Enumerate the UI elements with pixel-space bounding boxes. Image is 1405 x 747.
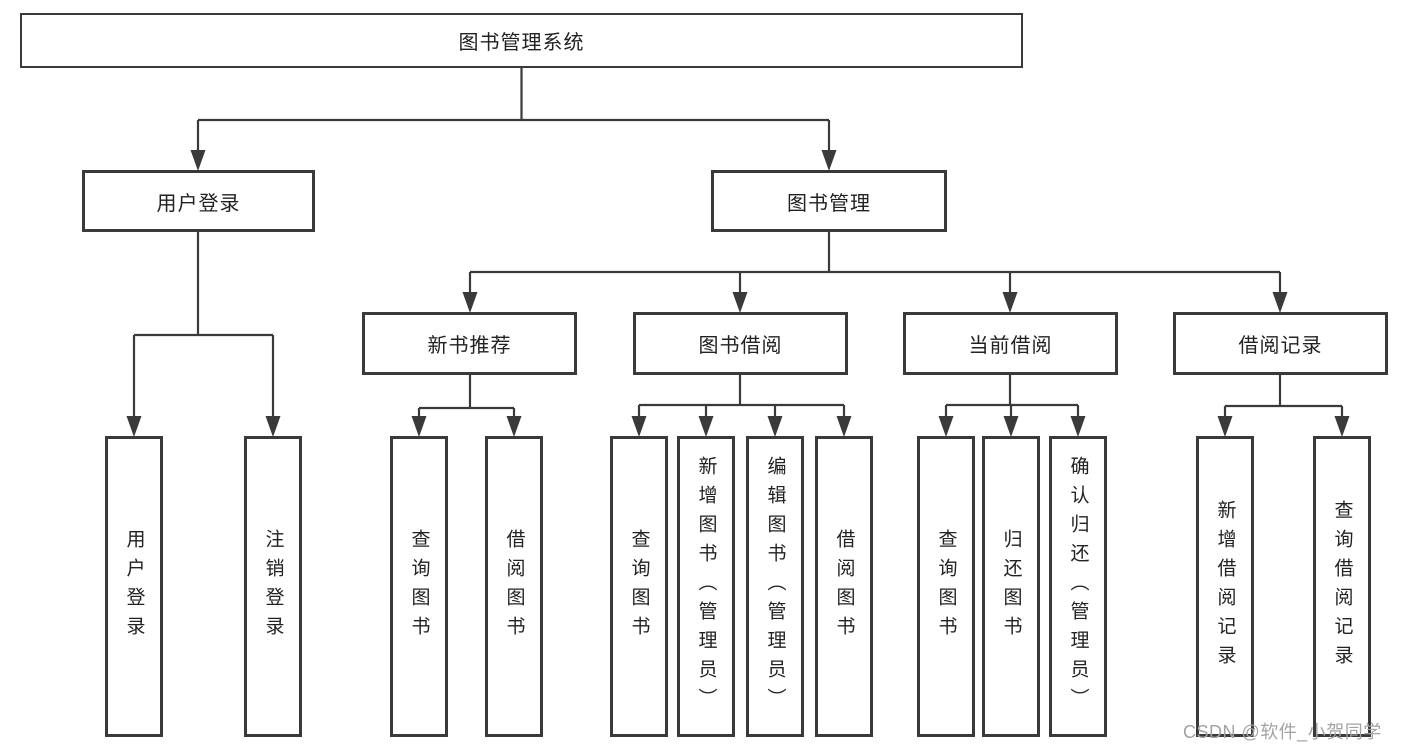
arrow-down-icon [1272, 292, 1288, 313]
arrow-down-icon [506, 416, 522, 437]
arrow-down-icon [1070, 416, 1086, 437]
leaf-query-books-borrow: 查询图书 [610, 436, 668, 737]
arrow-down-icon [1002, 292, 1018, 313]
connector-user-login-branch [132, 232, 275, 417]
node-label: 当前借阅 [968, 335, 1053, 357]
arrow-down-icon [1334, 416, 1350, 437]
node-label: 图书管理系统 [458, 32, 585, 54]
node-label: 用户登录 [156, 192, 241, 215]
leaf-label: 查询图书 [935, 528, 957, 645]
leaf-label: 借阅图书 [503, 528, 525, 645]
leaf-return-books: 归还图书 [982, 436, 1040, 737]
connector-root-to-level2 [196, 68, 831, 151]
leaf-label: 查询图书 [628, 528, 650, 645]
node-label: 图书管理 [787, 192, 871, 215]
leaf-label: 用户登录 [123, 528, 145, 645]
connector-records-branch [1223, 375, 1344, 417]
arrow-down-icon [462, 292, 478, 313]
leaf-query-books-recommend: 查询图书 [390, 436, 448, 737]
arrow-down-icon [1003, 416, 1019, 437]
leaf-borrow-books-recommend: 借阅图书 [485, 436, 543, 737]
arrow-down-icon [631, 416, 647, 437]
leaf-query-books-current: 查询图书 [917, 436, 975, 737]
node-book-borrowing: 图书借阅 [633, 312, 848, 375]
arrow-down-icon [732, 292, 748, 313]
arrow-down-icon [767, 416, 783, 437]
arrowhead-icons [126, 150, 1350, 437]
leaf-logout: 注销登录 [244, 436, 302, 737]
leaf-add-borrow-record: 新增借阅记录 [1196, 436, 1254, 737]
node-label: 借阅记录 [1238, 335, 1323, 357]
arrow-down-icon [190, 150, 206, 171]
arrow-down-icon [126, 416, 142, 437]
leaf-label: 归还图书 [1000, 528, 1022, 645]
leaf-query-borrow-record: 查询借阅记录 [1313, 436, 1371, 737]
leaf-label: 新增借阅记录 [1214, 499, 1236, 674]
connector-lines [132, 68, 1344, 417]
leaf-borrow-books: 借阅图书 [815, 436, 873, 737]
node-borrowing-records: 借阅记录 [1173, 312, 1388, 375]
leaf-label: 确认归还（管理员） [1067, 456, 1089, 717]
leaf-label: 查询借阅记录 [1331, 499, 1353, 674]
watermark: CSDN @软件_小贺同学 [1183, 722, 1382, 742]
connector-current-branch [944, 375, 1080, 417]
arrow-down-icon [411, 416, 427, 437]
leaf-label: 借阅图书 [833, 528, 855, 645]
leaf-label: 查询图书 [408, 528, 430, 645]
arrow-down-icon [698, 416, 714, 437]
arrow-down-icon [1217, 416, 1233, 437]
node-label: 图书借阅 [698, 335, 783, 357]
arrow-down-icon [836, 416, 852, 437]
node-user-login: 用户登录 [82, 170, 315, 232]
node-book-management: 图书管理 [711, 170, 947, 232]
arrow-down-icon [938, 416, 954, 437]
leaf-add-book-admin: 新增图书（管理员） [677, 436, 735, 737]
node-library-management-system: 图书管理系统 [20, 13, 1023, 68]
leaf-label: 新增图书（管理员） [695, 456, 717, 717]
leaf-label: 编辑图书（管理员） [764, 456, 786, 717]
node-current-borrowing: 当前借阅 [903, 312, 1118, 375]
arrow-down-icon [265, 416, 281, 437]
arrow-down-icon [821, 150, 837, 171]
leaf-label: 注销登录 [262, 528, 284, 645]
connector-recommend-branch [417, 375, 516, 417]
node-label: 新书推荐 [427, 335, 512, 357]
leaf-confirm-return-admin: 确认归还（管理员） [1049, 436, 1107, 737]
leaf-edit-book-admin: 编辑图书（管理员） [746, 436, 804, 737]
node-new-book-recommendation: 新书推荐 [362, 312, 577, 375]
connector-borrow-branch [637, 375, 846, 417]
connector-book-management-branch [468, 232, 1282, 293]
leaf-user-login: 用户登录 [105, 436, 163, 737]
